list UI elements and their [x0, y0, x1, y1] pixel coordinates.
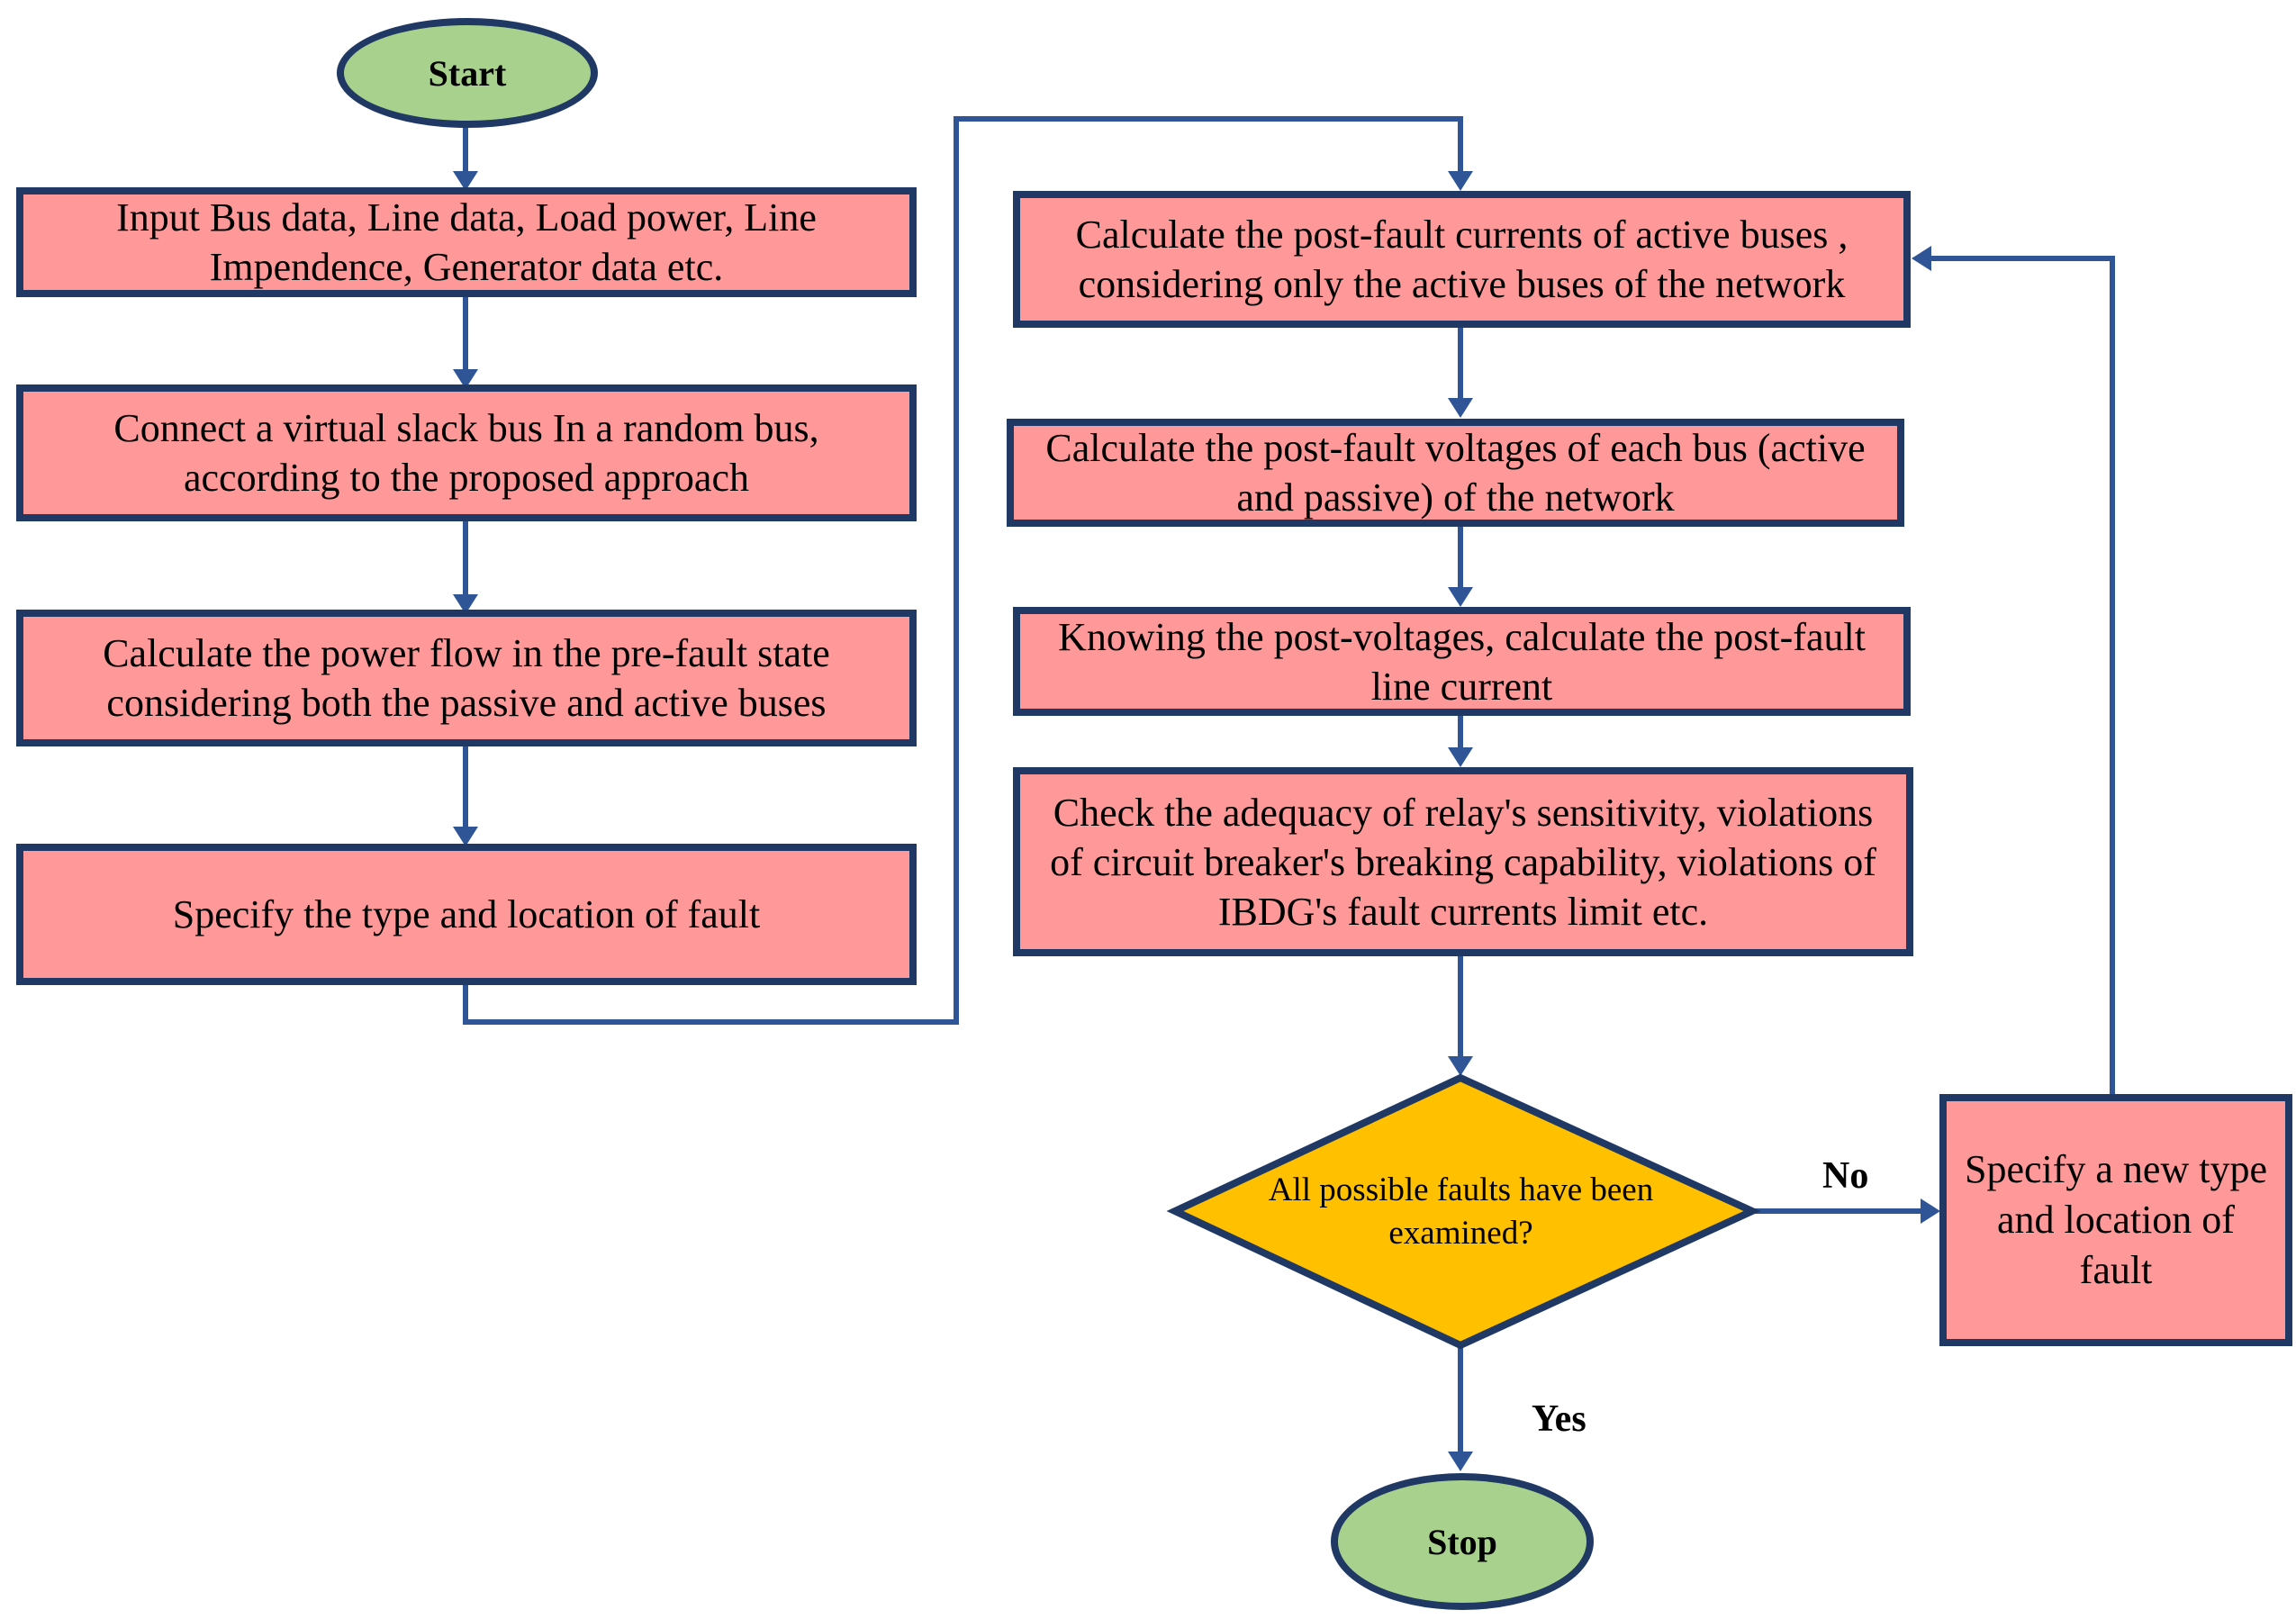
yes-label: Yes [1532, 1398, 1586, 1440]
specify-fault-text: Specify the type and location of fault [172, 892, 761, 936]
post-fault-voltages-text: Calculate the post-fault voltages of eac… [1045, 426, 1866, 520]
connect-slack-box: Connect a virtual slack bus In a random … [16, 384, 917, 521]
stop-terminal: Stop [1331, 1473, 1594, 1610]
input-data-text: Input Bus data, Line data, Load power, L… [116, 195, 817, 289]
start-terminal: Start [337, 18, 598, 128]
arrow-fault-to-currents [463, 116, 1463, 1025]
post-fault-voltages-box: Calculate the post-fault voltages of eac… [1007, 419, 1904, 527]
stop-label: Stop [1427, 1521, 1497, 1562]
post-fault-currents-text: Calculate the post-fault currents of act… [1075, 213, 1849, 306]
start-label: Start [428, 52, 507, 94]
check-adequacy-text: Check the adequacy of relay's sensitivit… [1050, 790, 1876, 934]
line-current-text: Knowing the post-voltages, calculate the… [1058, 614, 1866, 709]
post-fault-currents-box: Calculate the post-fault currents of act… [1013, 191, 1911, 328]
new-fault-box: Specify a new type and location of fault [1939, 1094, 2292, 1346]
check-adequacy-box: Check the adequacy of relay's sensitivit… [1013, 767, 1913, 956]
line-current-box: Knowing the post-voltages, calculate the… [1013, 607, 1911, 716]
input-data-box: Input Bus data, Line data, Load power, L… [16, 187, 917, 297]
power-flow-text: Calculate the power flow in the pre-faul… [103, 631, 830, 725]
decision-text: All possible faults have been examined? [1268, 1171, 1654, 1252]
decision-text-box: All possible faults have been examined? [1238, 1162, 1684, 1262]
connect-slack-text: Connect a virtual slack bus In a random … [113, 406, 819, 500]
new-fault-text: Specify a new type and location of fault [1965, 1147, 2267, 1292]
arrow-newfault-to-currents [1922, 256, 2115, 1096]
specify-fault-box: Specify the type and location of fault [16, 844, 917, 985]
no-label: No [1822, 1155, 1869, 1197]
decision-diamond [1166, 1073, 1761, 1350]
power-flow-box: Calculate the power flow in the pre-faul… [16, 610, 917, 746]
